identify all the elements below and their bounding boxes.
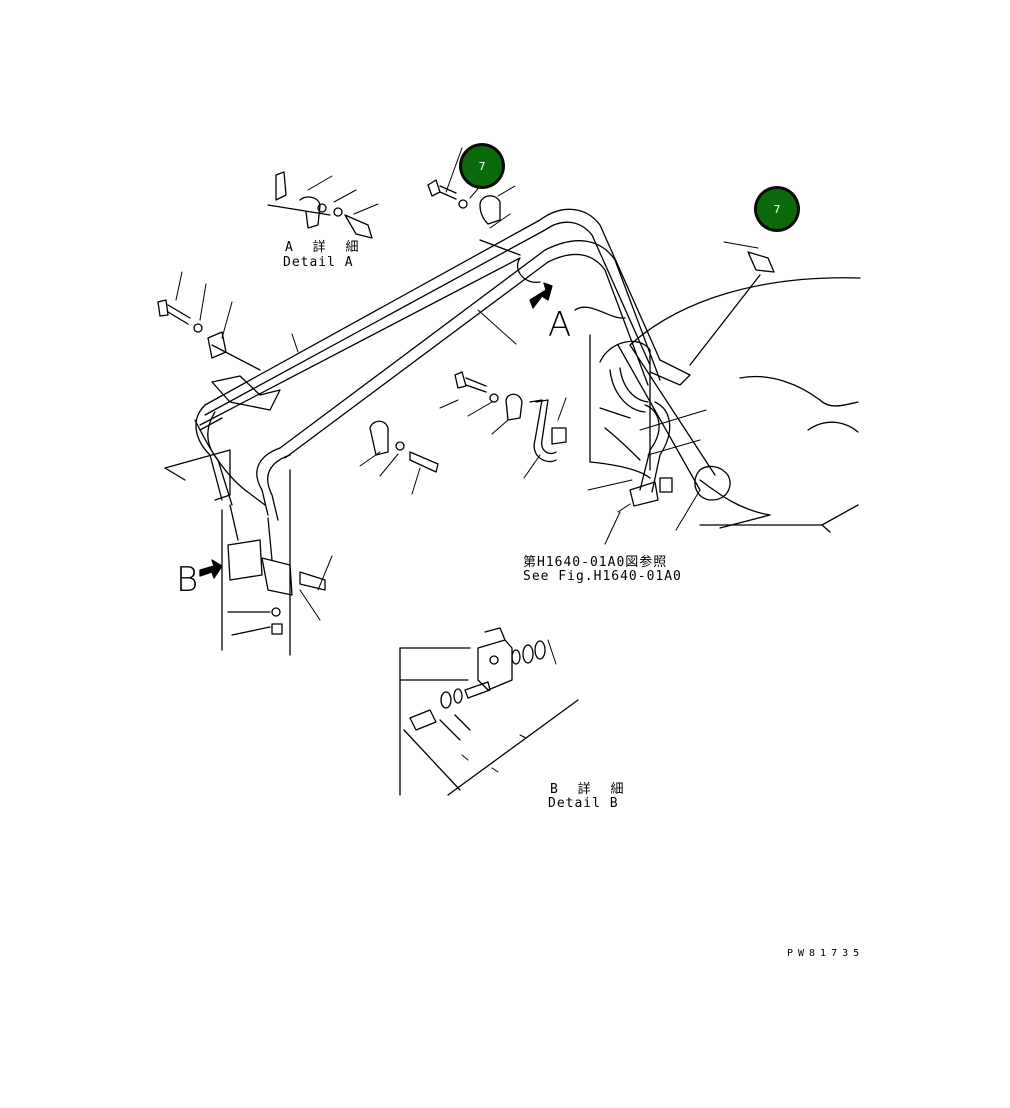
detail-b-title-jp: B 詳 細 <box>550 782 630 797</box>
detail-b-title-en: Detail B <box>548 796 619 811</box>
right-hose-group <box>609 367 673 507</box>
leader-lines <box>175 147 759 773</box>
view-arrow-b <box>199 559 223 579</box>
middle-clamp-hardware <box>369 371 641 473</box>
left-valve-block <box>221 469 326 656</box>
upper-clamp-hardware <box>427 179 521 256</box>
view-arrow-a <box>529 282 553 309</box>
callout-badge-7-right[interactable]: 7 <box>757 189 797 229</box>
view-mark-b: B <box>176 560 199 600</box>
detail-a-title-en: Detail A <box>283 255 354 270</box>
left-hoses <box>164 404 291 561</box>
view-mark-a: A <box>548 305 572 345</box>
upper-pipe-assembly <box>199 208 731 501</box>
callout-badge-7-top[interactable]: 7 <box>462 146 502 186</box>
left-bracket-hardware <box>157 299 281 411</box>
detail-b-exploded-view <box>399 627 579 796</box>
right-top-fitting <box>689 224 782 366</box>
drawing-code: PW81735 <box>787 948 865 959</box>
machine-body-outline <box>574 277 861 533</box>
detail-a-title-jp: A 詳 細 <box>285 240 365 255</box>
reference-jp: 第H1640-01A0図参照 <box>523 555 668 570</box>
reference-en: See Fig.H1640-01A0 <box>523 569 682 584</box>
detail-a-clamp <box>267 171 373 239</box>
